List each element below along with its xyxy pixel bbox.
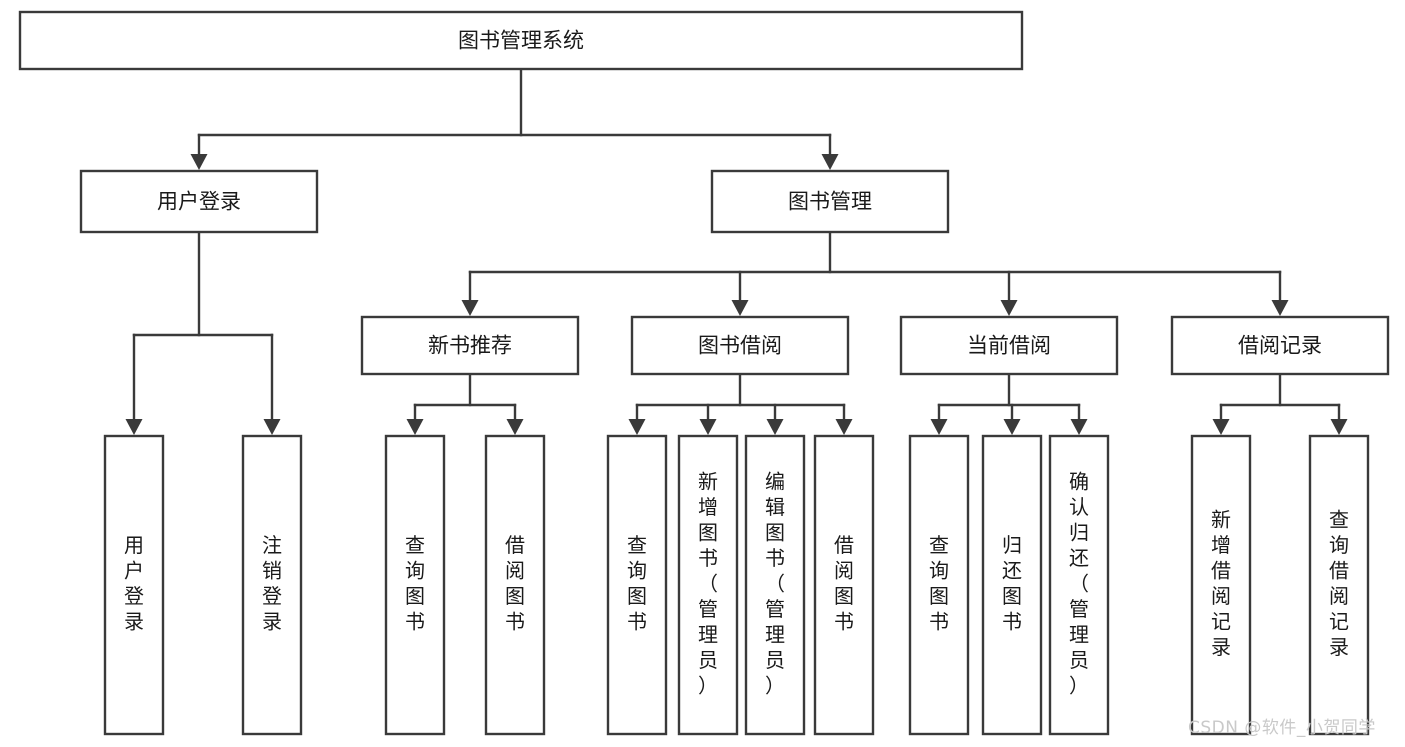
node-box[interactable] (384, 434, 446, 736)
node-login[interactable]: 用户登录 (79, 169, 319, 234)
node-leaf-user-logout[interactable]: 注销登录 (241, 434, 303, 736)
arrow-head-icon (1212, 419, 1230, 435)
connector-group-borrow (628, 372, 853, 435)
node-box[interactable] (18, 10, 1024, 71)
node-box[interactable] (241, 434, 303, 736)
node-box[interactable] (899, 315, 1119, 376)
node-records[interactable]: 借阅记录 (1170, 315, 1390, 376)
arrow-head-icon (1330, 419, 1348, 435)
node-leaf-rec-query[interactable]: 查询借阅记录 (1308, 434, 1370, 736)
node-label: 借阅记录 (1238, 334, 1322, 358)
node-box[interactable] (744, 434, 806, 736)
node-label: 用户登录 (124, 533, 144, 634)
node-box[interactable] (1308, 434, 1370, 736)
node-leaf-borrow-do[interactable]: 借阅图书 (813, 434, 875, 736)
arrow-head-icon (1271, 300, 1289, 316)
node-leaf-new-borrow[interactable]: 借阅图书 (484, 434, 546, 736)
node-leaf-new-query[interactable]: 查询图书 (384, 434, 446, 736)
node-label: 查询图书 (405, 533, 425, 634)
node-box[interactable] (981, 434, 1043, 736)
arrow-head-icon (506, 419, 524, 435)
connector-group-bookmgmt (461, 230, 1289, 316)
node-label: 查询借阅记录 (1329, 508, 1349, 660)
node-box[interactable] (360, 315, 580, 376)
node-box[interactable] (1170, 315, 1390, 376)
arrow-head-icon (406, 419, 424, 435)
node-label: 用户登录 (157, 190, 241, 214)
arrow-head-icon (263, 419, 281, 435)
node-label: 查询图书 (929, 533, 949, 634)
connector-group-root (190, 67, 839, 170)
node-label: 查询图书 (627, 533, 647, 634)
node-root[interactable]: 图书管理系统 (18, 10, 1024, 71)
node-label: 新增图书（管理员） (698, 469, 718, 697)
node-leaf-user-login[interactable]: 用户登录 (103, 434, 165, 736)
connector-group-login (125, 230, 281, 435)
node-leaf-borrow-add[interactable]: 新增图书（管理员） (677, 434, 739, 736)
node-box[interactable] (484, 434, 546, 736)
arrow-head-icon (1003, 419, 1021, 435)
arrow-head-icon (821, 154, 839, 170)
arrow-head-icon (190, 154, 208, 170)
arrow-head-icon (1000, 300, 1018, 316)
node-label: 借阅图书 (505, 533, 525, 634)
node-label: 图书管理系统 (458, 29, 584, 53)
node-label: 图书管理 (788, 190, 872, 214)
arrow-head-icon (930, 419, 948, 435)
arrow-head-icon (628, 419, 646, 435)
node-leaf-cur-confirm[interactable]: 确认归还（管理员） (1048, 434, 1110, 736)
node-borrow[interactable]: 图书借阅 (630, 315, 850, 376)
node-label: 新增借阅记录 (1211, 508, 1231, 660)
node-label: 图书借阅 (698, 334, 782, 358)
node-leaf-borrow-query[interactable]: 查询图书 (606, 434, 668, 736)
node-newbook[interactable]: 新书推荐 (360, 315, 580, 376)
node-label: 编辑图书（管理员） (765, 469, 785, 697)
node-label: 新书推荐 (428, 334, 512, 358)
connectors-layer (125, 67, 1348, 435)
node-box[interactable] (908, 434, 970, 736)
connector-group-records (1212, 372, 1348, 435)
arrow-head-icon (835, 419, 853, 435)
nodes-layer: 图书管理系统用户登录图书管理新书推荐图书借阅当前借阅借阅记录用户登录注销登录查询… (18, 10, 1390, 736)
node-box[interactable] (813, 434, 875, 736)
node-leaf-borrow-edit[interactable]: 编辑图书（管理员） (744, 434, 806, 736)
node-box[interactable] (79, 169, 319, 234)
node-box[interactable] (1190, 434, 1252, 736)
connector-group-newbook (406, 372, 524, 435)
arrow-head-icon (766, 419, 784, 435)
arrow-head-icon (1070, 419, 1088, 435)
arrow-head-icon (731, 300, 749, 316)
node-leaf-cur-query[interactable]: 查询图书 (908, 434, 970, 736)
node-box[interactable] (606, 434, 668, 736)
node-box[interactable] (630, 315, 850, 376)
node-leaf-rec-add[interactable]: 新增借阅记录 (1190, 434, 1252, 736)
node-current[interactable]: 当前借阅 (899, 315, 1119, 376)
node-label: 归还图书 (1002, 533, 1022, 634)
node-label: 注销登录 (262, 533, 282, 634)
connector-group-current (930, 372, 1088, 435)
node-bookmgmt[interactable]: 图书管理 (710, 169, 950, 234)
node-box[interactable] (677, 434, 739, 736)
arrow-head-icon (699, 419, 717, 435)
node-leaf-cur-return[interactable]: 归还图书 (981, 434, 1043, 736)
arrow-head-icon (461, 300, 479, 316)
node-label: 借阅图书 (834, 533, 854, 634)
node-box[interactable] (1048, 434, 1110, 736)
node-box[interactable] (103, 434, 165, 736)
node-box[interactable] (710, 169, 950, 234)
arrow-head-icon (125, 419, 143, 435)
node-label: 当前借阅 (967, 334, 1051, 358)
node-label: 确认归还（管理员） (1069, 469, 1089, 697)
